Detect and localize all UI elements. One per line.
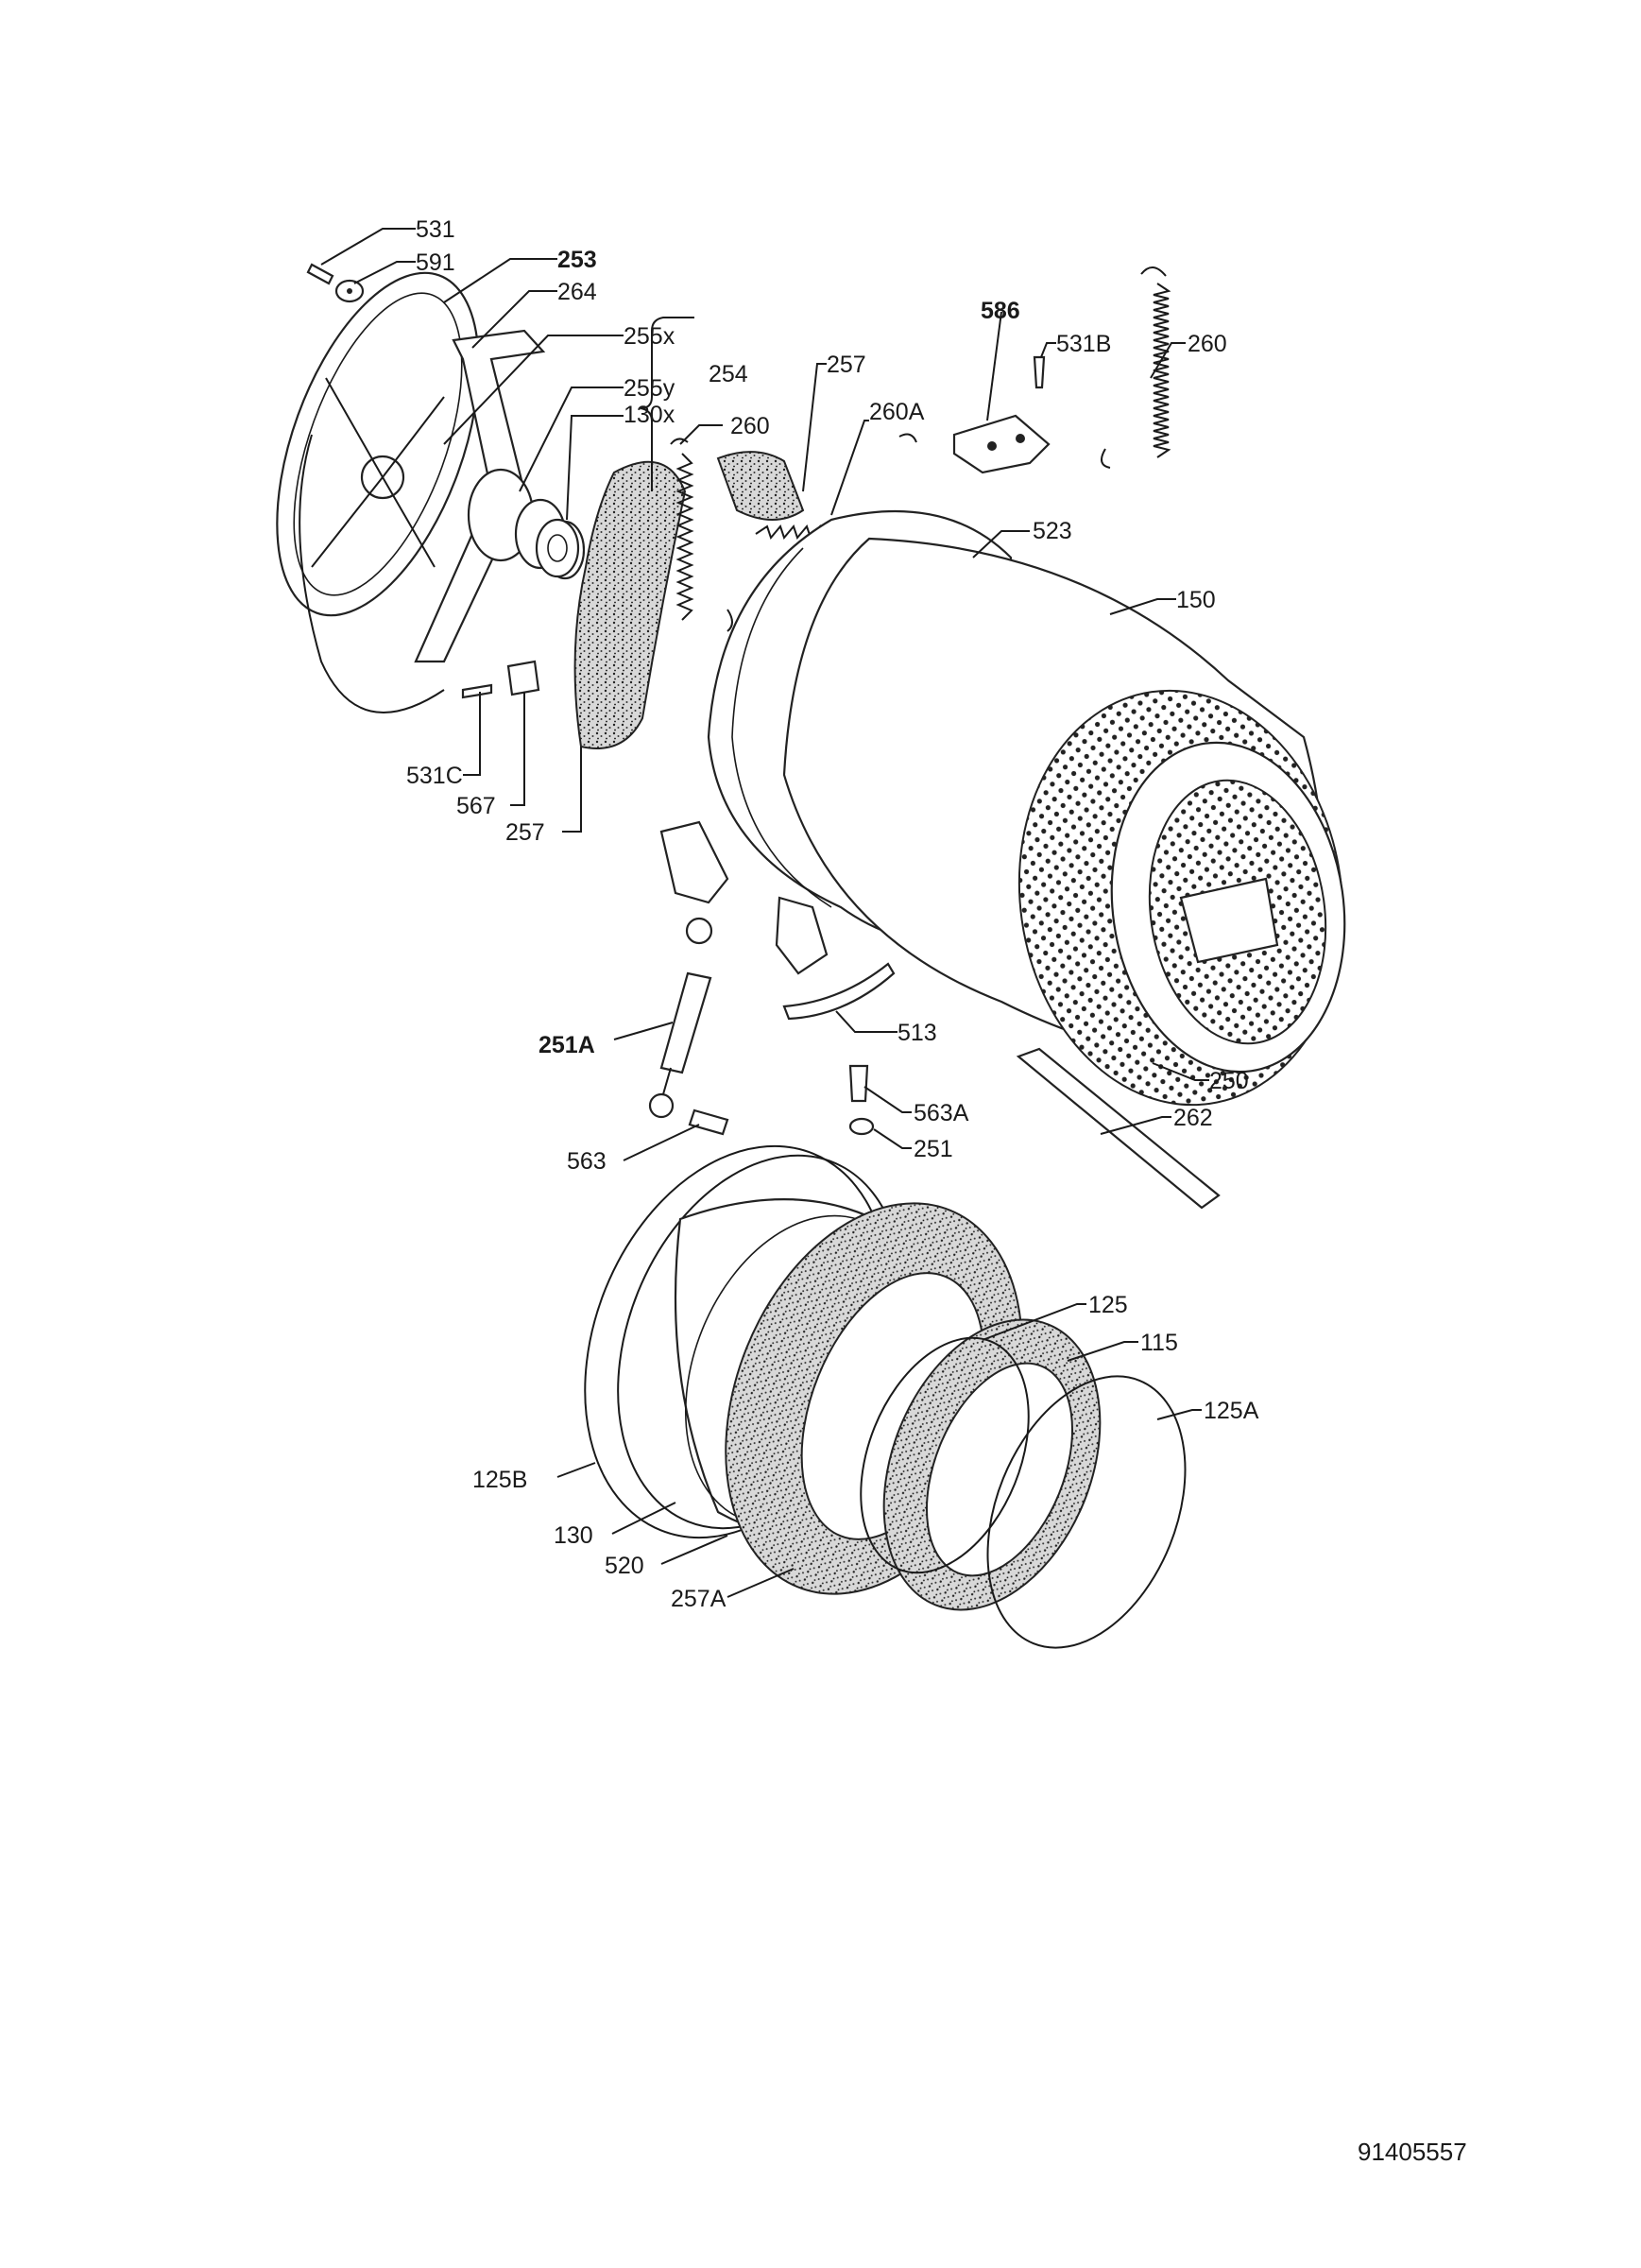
document-number: 91405557 (1358, 2138, 1467, 2166)
shock-absorber-251a (648, 917, 713, 1119)
label-260a: 260A (869, 399, 925, 425)
label-125a: 125A (1204, 1398, 1259, 1424)
label-264: 264 (557, 279, 597, 305)
screw-531 (306, 263, 334, 285)
label-257a: 257A (671, 1586, 726, 1612)
label-523: 523 (1033, 518, 1072, 544)
label-591: 591 (416, 249, 455, 276)
label-115: 115 (1140, 1330, 1178, 1356)
label-563a: 563A (914, 1100, 969, 1126)
label-567: 567 (456, 793, 496, 819)
label-531c: 531C (406, 763, 463, 789)
clamp-ring-125 (860, 1336, 1030, 1574)
bracket-586 (952, 414, 1051, 474)
counterweight-257-top (716, 451, 805, 521)
label-150: 150 (1176, 587, 1216, 613)
label-257-top: 257 (827, 352, 866, 378)
label-130x: 130x (624, 402, 675, 428)
bolt-563 (688, 1108, 729, 1136)
label-255x: 255x (624, 323, 675, 350)
drum-pulley (276, 271, 480, 713)
washer-251 (848, 1117, 875, 1136)
strap-513 (782, 962, 896, 1021)
label-531: 531 (416, 216, 455, 243)
label-125: 125 (1088, 1292, 1128, 1318)
spring-260-right (1101, 266, 1171, 469)
leader-lines (320, 228, 1209, 1598)
callout-labels: 531 591 253 264 255x 254 255y 130x 257 2… (406, 216, 1259, 1612)
label-513: 513 (897, 1020, 937, 1046)
label-250: 250 (1209, 1068, 1249, 1094)
label-260-mid: 260 (730, 413, 770, 439)
label-253: 253 (557, 247, 597, 273)
label-130: 130 (554, 1522, 593, 1549)
bolt-563a (848, 1064, 869, 1103)
counterweight-257-left (573, 460, 687, 749)
label-260-right: 260 (1188, 331, 1227, 357)
label-520: 520 (605, 1553, 644, 1579)
label-251a: 251A (538, 1032, 595, 1058)
label-563: 563 (567, 1148, 607, 1175)
spring-260-mid (670, 438, 733, 632)
label-251: 251 (914, 1136, 953, 1162)
label-262: 262 (1173, 1105, 1213, 1131)
screw-531b (1033, 355, 1046, 389)
label-254: 254 (709, 361, 748, 387)
door-seal-115 (882, 1318, 1102, 1611)
label-255y: 255y (624, 375, 675, 402)
label-531b: 531B (1056, 331, 1111, 357)
drum-250 (1017, 689, 1346, 1107)
label-586: 586 (981, 298, 1020, 324)
bearing-130x (535, 518, 580, 578)
screw-531c (461, 683, 493, 699)
label-257-left: 257 (505, 819, 545, 846)
washer-591 (334, 279, 365, 303)
plate-567 (506, 660, 540, 696)
clamp-ring-125a (986, 1375, 1187, 1649)
label-125b: 125B (472, 1467, 527, 1493)
